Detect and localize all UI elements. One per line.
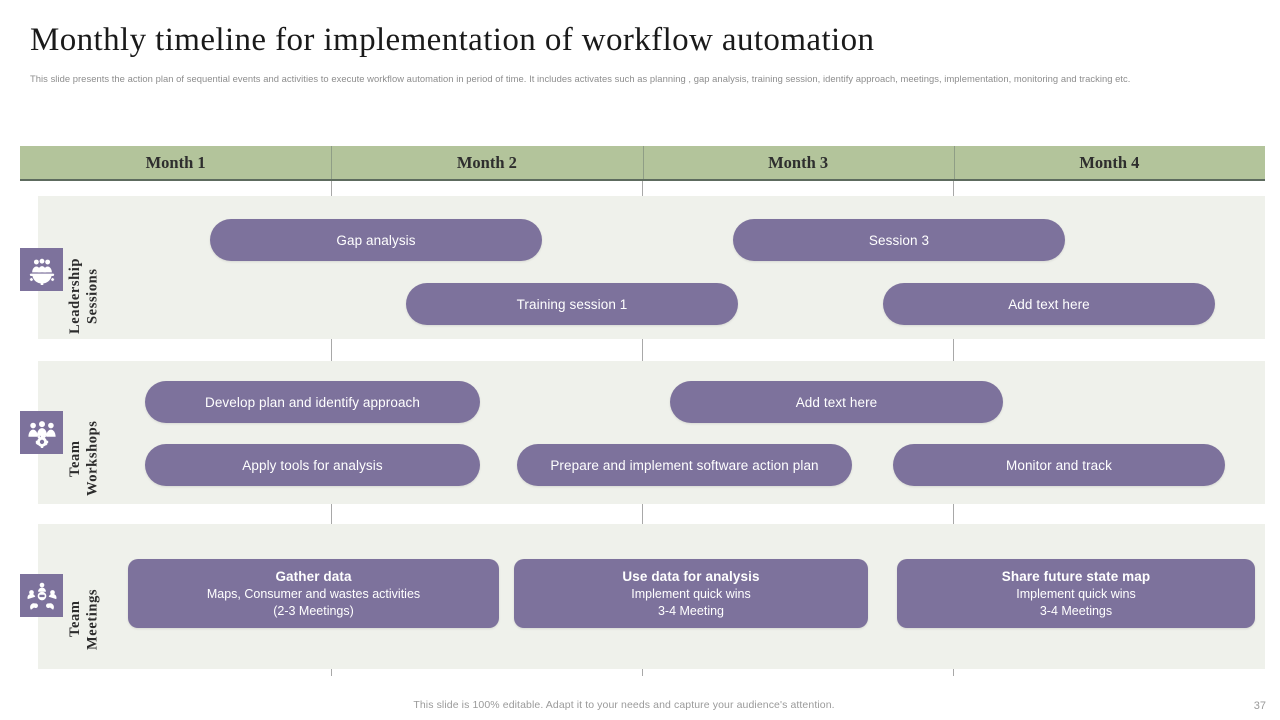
task-share-future-state-map-sub-2: 3-4 Meetings [1039,603,1113,618]
task-develop-plan-identify-approach[interactable]: Develop plan and identify approach [145,381,480,423]
swimlane-label-team-meetings: Team Meetings [67,588,101,650]
month-header-3-label: Month 3 [768,152,829,172]
task-training-session-1-label: Training session 1 [516,296,628,312]
task-gap-analysis[interactable]: Gap analysis [210,219,542,261]
page-title: Monthly timeline for implementation of w… [30,22,875,58]
task-monitor-and-track[interactable]: Monitor and track [893,444,1225,486]
people-gear-icon [20,248,63,291]
task-apply-tools-for-analysis[interactable]: Apply tools for analysis [145,444,480,486]
task-training-session-1[interactable]: Training session 1 [406,283,738,325]
task-use-data-for-analysis-title: Use data for analysis [622,568,760,584]
page-number: 37 [1253,700,1266,712]
task-leadership-add-text-here[interactable]: Add text here [883,283,1215,325]
task-use-data-for-analysis-sub-1: Implement quick wins [631,586,751,601]
swimlane-label-leadership-sessions: Leadership Sessions [67,257,101,335]
task-workshops-add-text-here-label: Add text here [795,394,878,410]
month-header-1-label: Month 1 [145,152,206,172]
task-monitor-and-track-label: Monitor and track [1006,457,1112,473]
month-header-4: Month 4 [953,146,1265,179]
task-gather-data-sub-2: (2-3 Meetings) [273,603,354,618]
month-header-row: Month 1 Month 2 Month 3 Month 4 [20,146,1265,181]
task-gather-data[interactable]: Gather data Maps, Consumer and wastes ac… [128,559,499,628]
team-gear-icon [20,411,63,454]
task-prepare-implement-software-action-plan[interactable]: Prepare and implement software action pl… [517,444,852,486]
task-share-future-state-map-sub-1: Implement quick wins [1016,586,1136,601]
task-share-future-state-map-title: Share future state map [1001,568,1151,584]
task-use-data-for-analysis[interactable]: Use data for analysis Implement quick wi… [514,559,868,628]
task-develop-plan-identify-approach-label: Develop plan and identify approach [204,394,421,410]
swimlane-label-team-workshops: Team Workshops [67,420,101,497]
task-apply-tools-for-analysis-label: Apply tools for analysis [242,457,383,473]
month-header-3: Month 3 [642,146,954,179]
task-use-data-for-analysis-sub-2: 3-4 Meeting [657,603,724,618]
task-session-3-label: Session 3 [868,232,930,248]
task-share-future-state-map[interactable]: Share future state map Implement quick w… [897,559,1255,628]
month-header-2-label: Month 2 [456,152,517,172]
footer-note: This slide is 100% editable. Adapt it to… [413,699,835,711]
task-gather-data-title: Gather data [275,568,352,584]
task-gather-data-sub-1: Maps, Consumer and wastes activities [206,586,421,601]
task-leadership-add-text-here-label: Add text here [1008,296,1090,312]
task-workshops-add-text-here[interactable]: Add text here [670,381,1003,423]
month-header-1: Month 1 [20,146,331,179]
page-subtitle: This slide presents the action plan of s… [30,73,1131,84]
month-header-2: Month 2 [331,146,642,179]
task-gap-analysis-label: Gap analysis [336,232,416,248]
timeline-board: Month 1 Month 2 Month 3 Month 4 [20,146,1265,676]
meeting-round-table-icon [20,574,63,617]
month-header-4-label: Month 4 [1079,152,1140,172]
task-session-3[interactable]: Session 3 [733,219,1065,261]
task-prepare-implement-software-action-plan-label: Prepare and implement software action pl… [550,457,819,473]
